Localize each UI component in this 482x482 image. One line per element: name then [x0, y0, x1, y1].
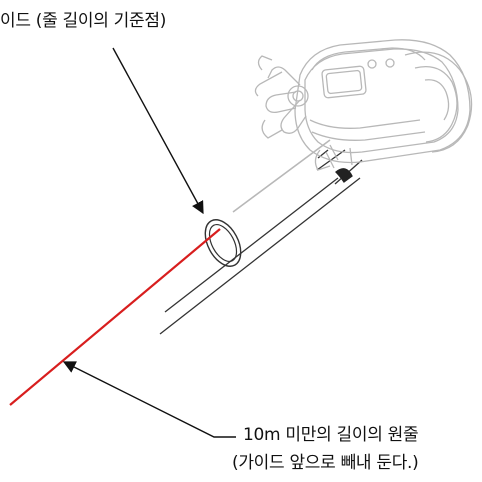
main-line-label-line1: 10m 미만의 길이의 원줄 — [243, 425, 419, 445]
red-main-line — [9, 228, 221, 406]
line-inside-rod — [232, 139, 331, 213]
guide-ring-icon — [204, 219, 242, 267]
fishing-rod — [159, 149, 363, 335]
guide-pointer-arrow — [112, 47, 204, 215]
guide-label: 이드 (줄 길이의 기준점) — [0, 11, 167, 31]
line-pointer-arrow — [62, 361, 236, 438]
main-line-label-line2: (가이드 앞으로 빼내 둔다.) — [232, 453, 419, 473]
reel-icon — [254, 39, 473, 171]
